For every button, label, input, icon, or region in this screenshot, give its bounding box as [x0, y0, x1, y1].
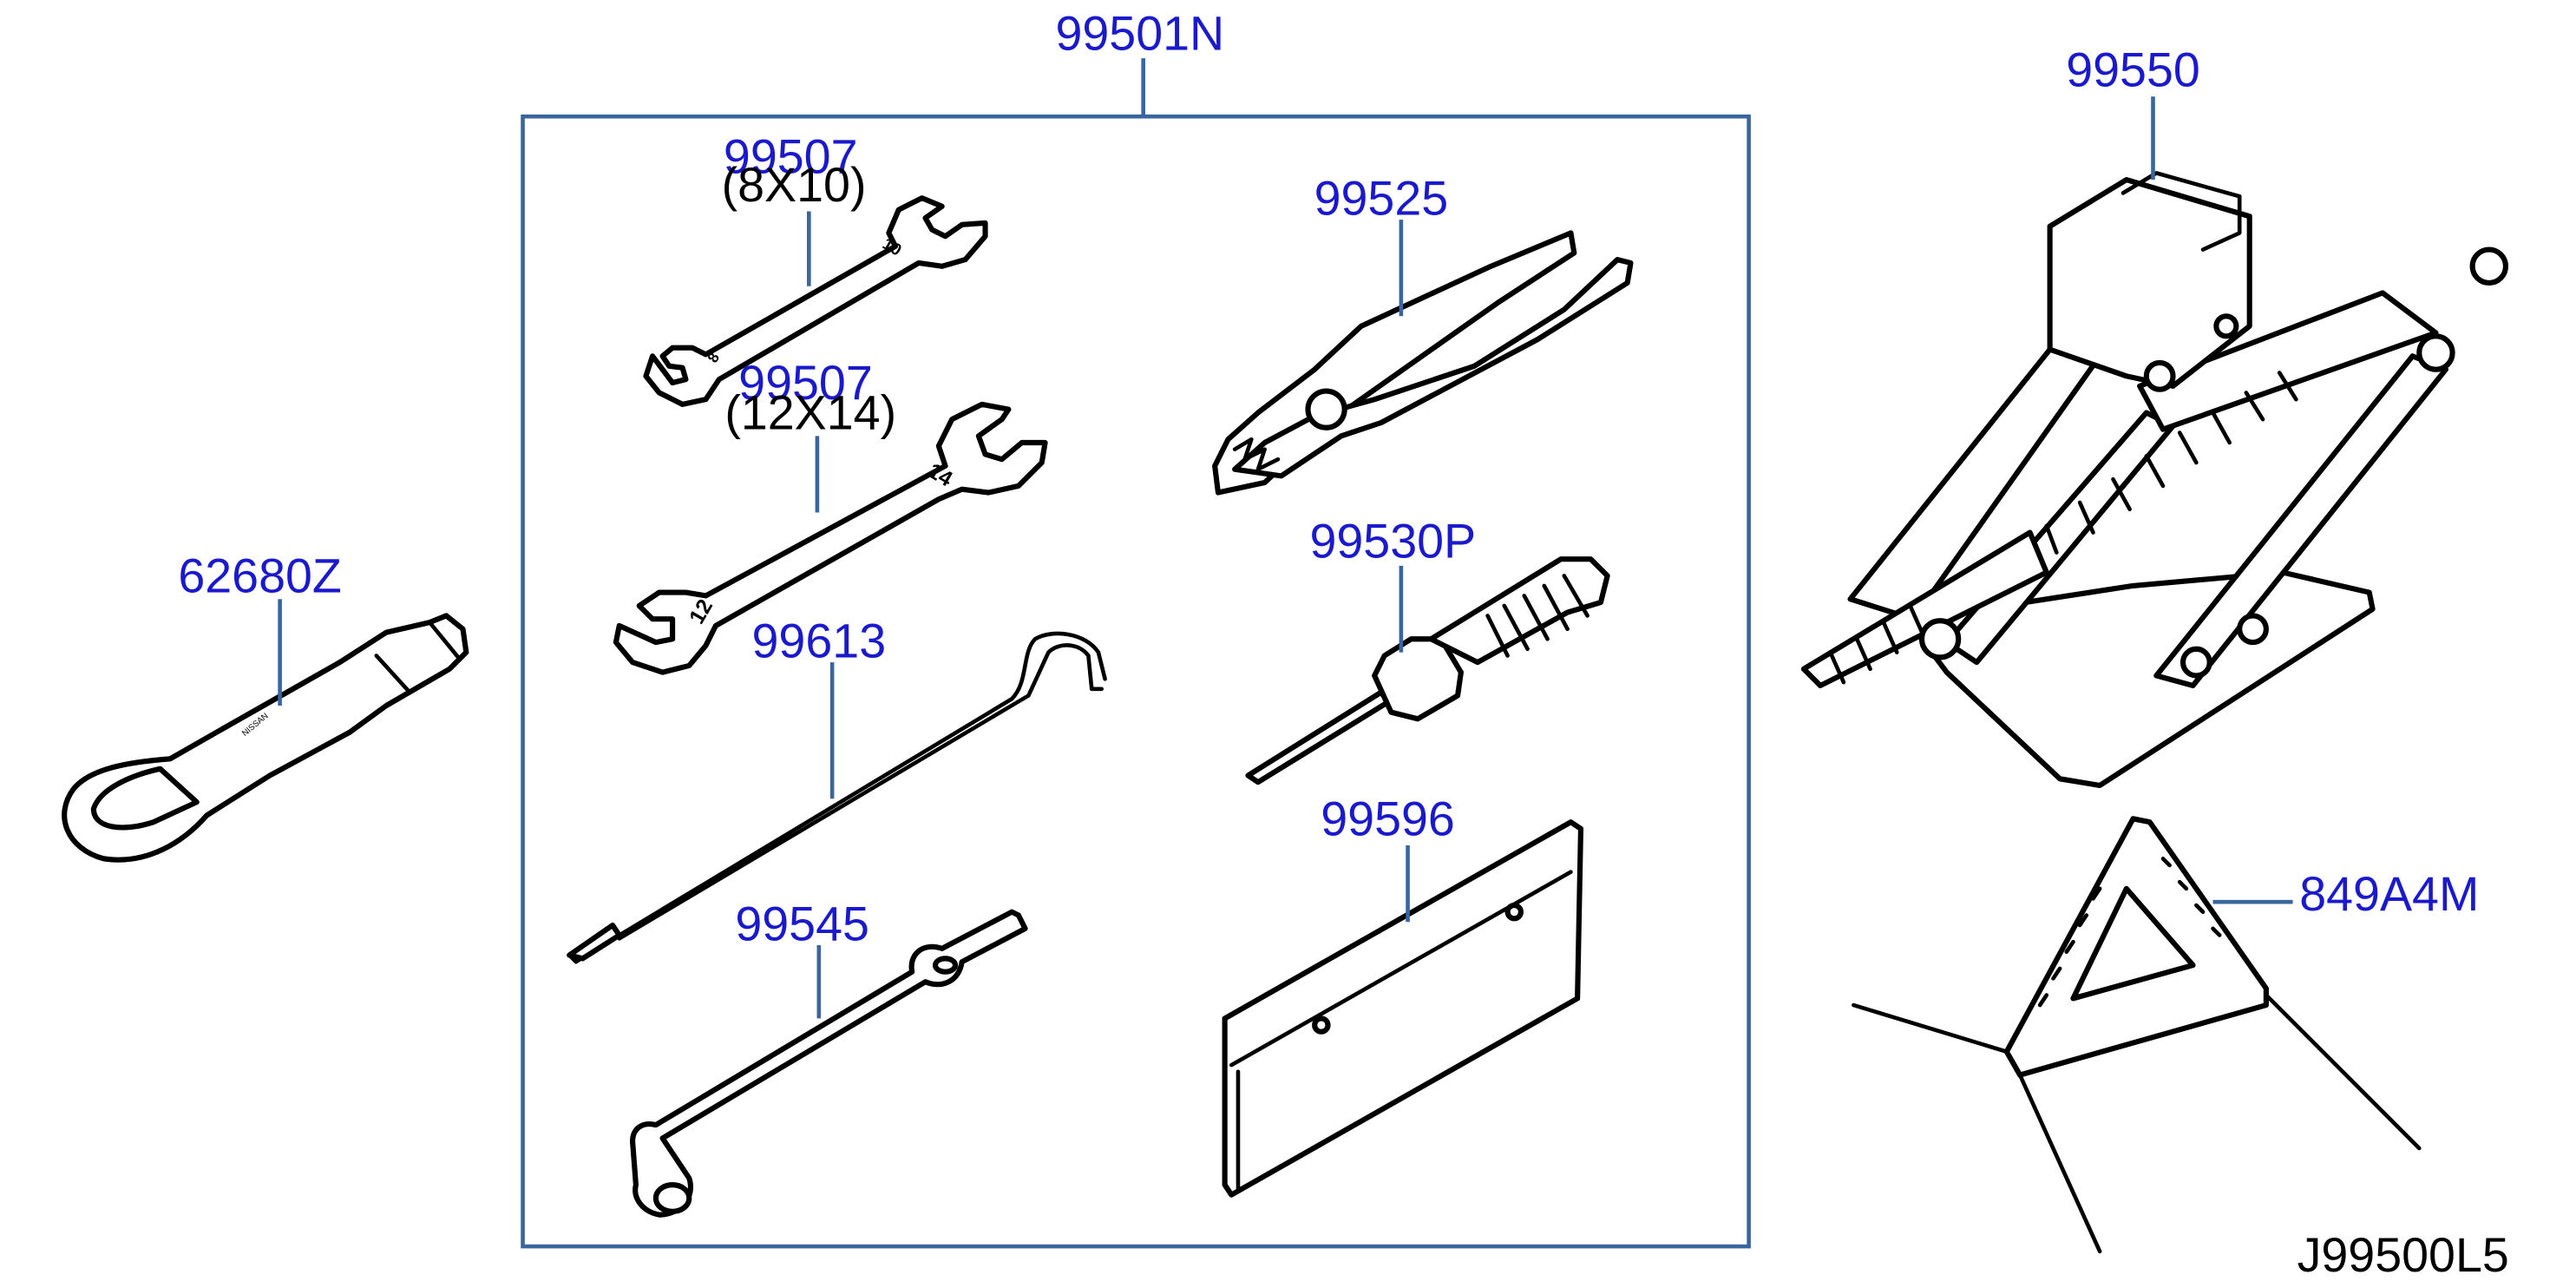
- wheel-wrench-drawing: [630, 909, 1028, 1218]
- screwdriver-ferrule: [1372, 636, 1464, 722]
- hook-rod[interactable]: 99613: [567, 614, 1107, 964]
- jack-base-hole-1: [2179, 646, 2212, 679]
- tool-bag[interactable]: 99596: [1222, 792, 1584, 1198]
- jack-part-number[interactable]: 99550: [2066, 43, 2200, 97]
- tow-hook-thread: [374, 620, 462, 694]
- hook-rod-part-number[interactable]: 99613: [752, 614, 887, 667]
- wheel-wrench[interactable]: 99545: [630, 897, 1028, 1218]
- tow-hook-eye: [90, 766, 200, 831]
- wrench-8x10-size: (8X10): [722, 158, 867, 212]
- wrench-12x14-size: (12X14): [724, 386, 896, 440]
- screwdriver-part-number[interactable]: 99530P: [1309, 514, 1476, 568]
- jack-base-hole-2: [2237, 613, 2269, 646]
- jack-pivot-left: [1918, 618, 1962, 660]
- wrench-12x14-part-number[interactable]: 99507: [738, 356, 873, 410]
- diagram-code: J99500L5: [2297, 1228, 2509, 1282]
- wrench-12x14[interactable]: 12 14 99507 (12X14): [613, 356, 1048, 675]
- jack-screw-threads: [1828, 371, 2298, 685]
- jack[interactable]: 99550: [1800, 43, 2509, 789]
- kit-part-number[interactable]: 99501N: [1055, 7, 1224, 61]
- wrench-8x10-part-number[interactable]: 99507: [724, 129, 858, 183]
- screwdriver-grip-lines: [1485, 574, 1590, 658]
- kit-frame: [521, 114, 1751, 1249]
- tow-hook-part-number[interactable]: 62680Z: [178, 549, 342, 603]
- wrench-8x10[interactable]: 8 10 99507 (8X10): [643, 129, 988, 407]
- warning-triangle-part-number[interactable]: 849A4M: [2299, 867, 2479, 921]
- pliers-jaw-teeth: [1232, 437, 1281, 471]
- warning-triangle-legs: [1852, 993, 2422, 1254]
- jack-saddle-top: [2120, 171, 2242, 252]
- jack-eye: [2469, 246, 2509, 286]
- jack-screw: [1800, 529, 2049, 689]
- warning-triangle[interactable]: 849A4M: [1852, 816, 2479, 1254]
- jack-pivot-top: [2143, 359, 2176, 392]
- pliers-part-number[interactable]: 99525: [1314, 171, 1449, 225]
- pliers-pivot: [1305, 388, 1347, 430]
- screwdriver[interactable]: 99530P: [1245, 514, 1610, 785]
- screwdriver-shaft: [1245, 689, 1391, 785]
- jack-pivot-right: [2416, 333, 2455, 372]
- tow-hook[interactable]: NISSAN 62680Z: [62, 549, 469, 863]
- tool-bag-snap-left: [1312, 1015, 1331, 1035]
- warning-triangle-reflectors: [2037, 857, 2222, 1008]
- tool-bag-snap-right: [1504, 902, 1524, 922]
- wheel-wrench-socket: [652, 1182, 692, 1214]
- warning-triangle-inner: [2070, 885, 2196, 1002]
- screwdriver-handle: [1428, 556, 1610, 666]
- jack-saddle: [2047, 177, 2252, 389]
- wrench-12x14-drawing: [613, 401, 1048, 675]
- tool-bag-drawing: [1222, 819, 1584, 1198]
- tool-bag-part-number[interactable]: 99596: [1321, 792, 1455, 845]
- jack-pivot-top-2: [2213, 313, 2239, 339]
- pliers[interactable]: 99525: [1212, 171, 1634, 496]
- wheel-wrench-part-number[interactable]: 99545: [735, 897, 869, 950]
- kit-callout: 99501N: [521, 7, 1751, 1249]
- wheel-wrench-joint: [932, 956, 959, 975]
- hook-rod-drawing: [567, 631, 1107, 964]
- wrench-8x10-drawing: [643, 195, 988, 407]
- hook-rod-tip: [567, 922, 622, 962]
